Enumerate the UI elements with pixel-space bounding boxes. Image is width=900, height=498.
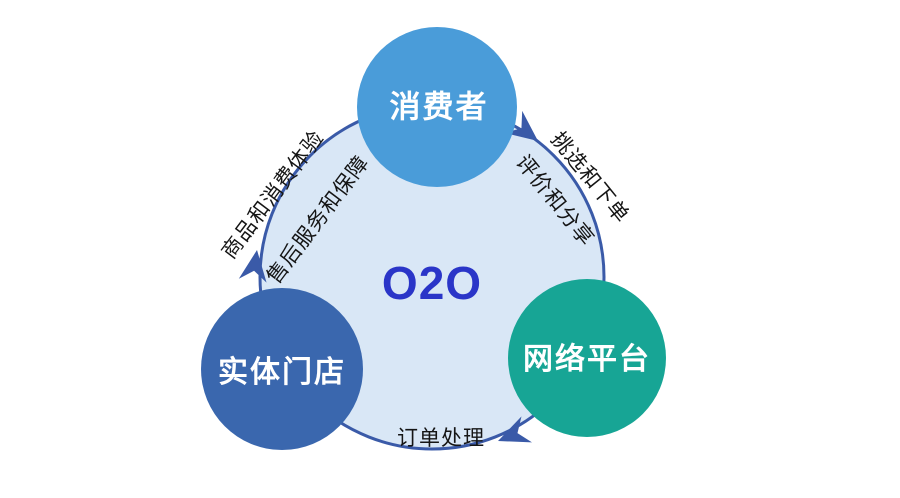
store-node-label: 实体门店	[218, 356, 346, 389]
arrow-consumer-to-platform-icon	[504, 110, 538, 141]
flow-label-order-processing: 订单处理	[397, 427, 485, 450]
arrow-store-to-consumer-icon	[238, 250, 267, 283]
store-node	[201, 288, 363, 450]
platform-node-label: 网络平台	[523, 343, 651, 376]
consumer-node-label: 消费者	[389, 89, 489, 125]
platform-node	[508, 279, 666, 437]
consumer-node	[357, 27, 517, 187]
center-o2o-label: O2O	[381, 257, 483, 309]
arrow-platform-to-store-icon	[498, 416, 532, 443]
